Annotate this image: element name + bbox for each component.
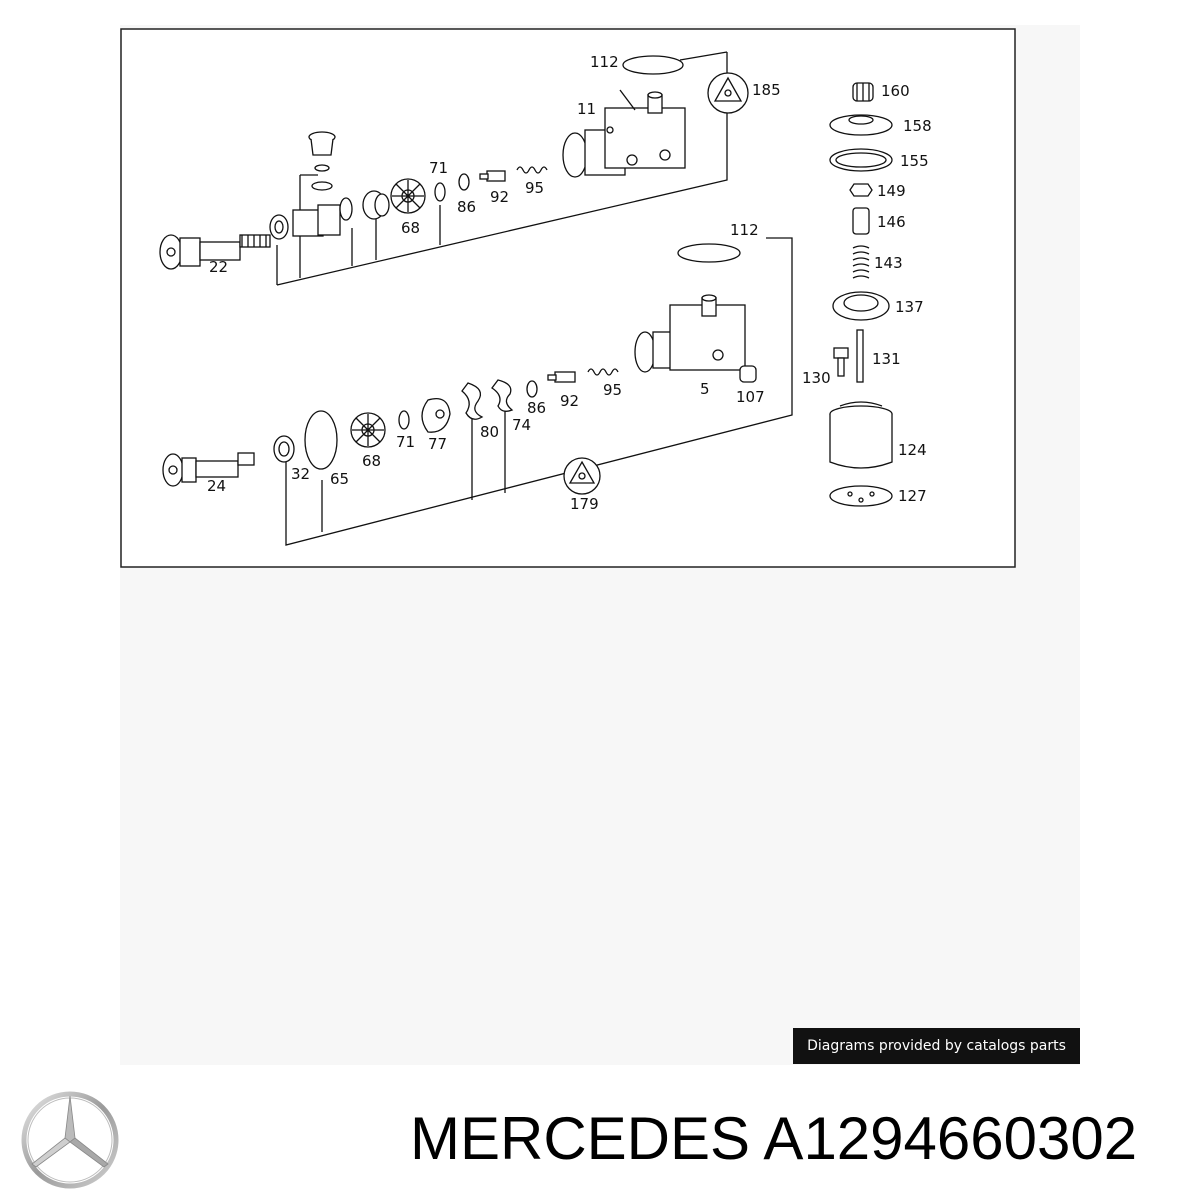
callout-160: 160 bbox=[881, 82, 910, 100]
callout-86-top: 86 bbox=[457, 198, 476, 216]
part-bearing bbox=[362, 190, 390, 220]
part-cap bbox=[308, 131, 336, 191]
part-ring-86b bbox=[526, 380, 538, 398]
part-ring-71b bbox=[398, 410, 410, 430]
callout-24: 24 bbox=[207, 477, 226, 495]
part-spring-95b bbox=[587, 368, 619, 376]
part-pump-housing-11 bbox=[562, 89, 686, 178]
part-spring-95 bbox=[516, 166, 548, 174]
part-plate-77 bbox=[421, 397, 451, 433]
part-vane-80 bbox=[461, 382, 484, 420]
part-shaft-24 bbox=[162, 452, 255, 487]
callout-71-bottom: 71 bbox=[396, 433, 415, 451]
part-canister-124 bbox=[829, 401, 893, 469]
part-o-ring-112 bbox=[622, 55, 684, 75]
callout-68-top: 68 bbox=[401, 219, 420, 237]
callout-185: 185 bbox=[752, 81, 781, 99]
callout-92-bottom: 92 bbox=[560, 392, 579, 410]
part-ring-86 bbox=[458, 173, 470, 191]
part-vane-74 bbox=[491, 379, 514, 412]
callout-124: 124 bbox=[898, 441, 927, 459]
diagram-credit-label: Diagrams provided by catalogs parts bbox=[793, 1028, 1080, 1064]
part-sleeve-housing bbox=[292, 204, 341, 237]
callout-65: 65 bbox=[330, 470, 349, 488]
part-shaft-22 bbox=[159, 234, 271, 270]
callout-68-bottom: 68 bbox=[362, 452, 381, 470]
callout-5: 5 bbox=[700, 380, 710, 398]
part-seal-32-inner bbox=[278, 441, 290, 457]
part-seal-ring-inner bbox=[274, 220, 284, 234]
bracket-line bbox=[285, 237, 793, 546]
part-ring-71 bbox=[434, 182, 446, 202]
part-filter-146 bbox=[852, 207, 870, 235]
callout-86-bottom: 86 bbox=[527, 399, 546, 417]
part-o-ring-65 bbox=[304, 410, 338, 470]
bracket-line bbox=[679, 51, 728, 61]
part-valve-137 bbox=[832, 291, 890, 321]
callout-137: 137 bbox=[895, 298, 924, 316]
callout-95-bottom: 95 bbox=[603, 381, 622, 399]
part-nut-149 bbox=[849, 183, 873, 197]
part-cap-160 bbox=[852, 82, 874, 102]
part-valve-92b bbox=[547, 371, 576, 383]
part-rotor-68b bbox=[350, 412, 386, 448]
part-pump-housing-5 bbox=[634, 294, 746, 373]
callout-92-top: 92 bbox=[490, 188, 509, 206]
part-ring-155 bbox=[829, 148, 893, 172]
mercedes-star-icon bbox=[21, 1091, 119, 1189]
callout-32: 32 bbox=[291, 465, 310, 483]
callout-158: 158 bbox=[903, 117, 932, 135]
callout-155: 155 bbox=[900, 152, 929, 170]
callout-179: 179 bbox=[570, 495, 599, 513]
callout-149: 149 bbox=[877, 182, 906, 200]
part-rotor-68 bbox=[390, 178, 426, 214]
callout-130: 130 bbox=[802, 369, 831, 387]
part-o-ring-112b bbox=[677, 243, 741, 263]
part-valve-92 bbox=[479, 170, 506, 182]
part-gasket-127 bbox=[829, 485, 893, 507]
part-number: A1294660302 bbox=[763, 1105, 1138, 1172]
callout-112-bottom: 112 bbox=[730, 221, 759, 239]
brand-name: MERCEDES bbox=[410, 1105, 751, 1172]
callout-95-top: 95 bbox=[525, 179, 544, 197]
part-title: MERCEDES A1294660302 bbox=[410, 1104, 1137, 1173]
callout-77: 77 bbox=[428, 435, 447, 453]
callout-112-top: 112 bbox=[590, 53, 619, 71]
callout-74: 74 bbox=[512, 416, 531, 434]
callout-107: 107 bbox=[736, 388, 765, 406]
part-o-ring bbox=[339, 197, 353, 221]
callout-127: 127 bbox=[898, 487, 927, 505]
callout-80: 80 bbox=[480, 423, 499, 441]
part-spring-143 bbox=[852, 245, 870, 279]
callout-146: 146 bbox=[877, 213, 906, 231]
callout-71-top: 71 bbox=[429, 159, 448, 177]
callout-131: 131 bbox=[872, 350, 901, 368]
callout-22: 22 bbox=[209, 258, 228, 276]
part-plug-107 bbox=[739, 365, 757, 383]
callout-143: 143 bbox=[874, 254, 903, 272]
part-cover-185 bbox=[707, 72, 749, 114]
part-disc-158 bbox=[829, 114, 893, 136]
part-cover-179 bbox=[563, 457, 601, 495]
part-bolt-130 bbox=[833, 347, 849, 377]
part-bolt-131 bbox=[856, 329, 864, 383]
callout-11: 11 bbox=[577, 100, 596, 118]
